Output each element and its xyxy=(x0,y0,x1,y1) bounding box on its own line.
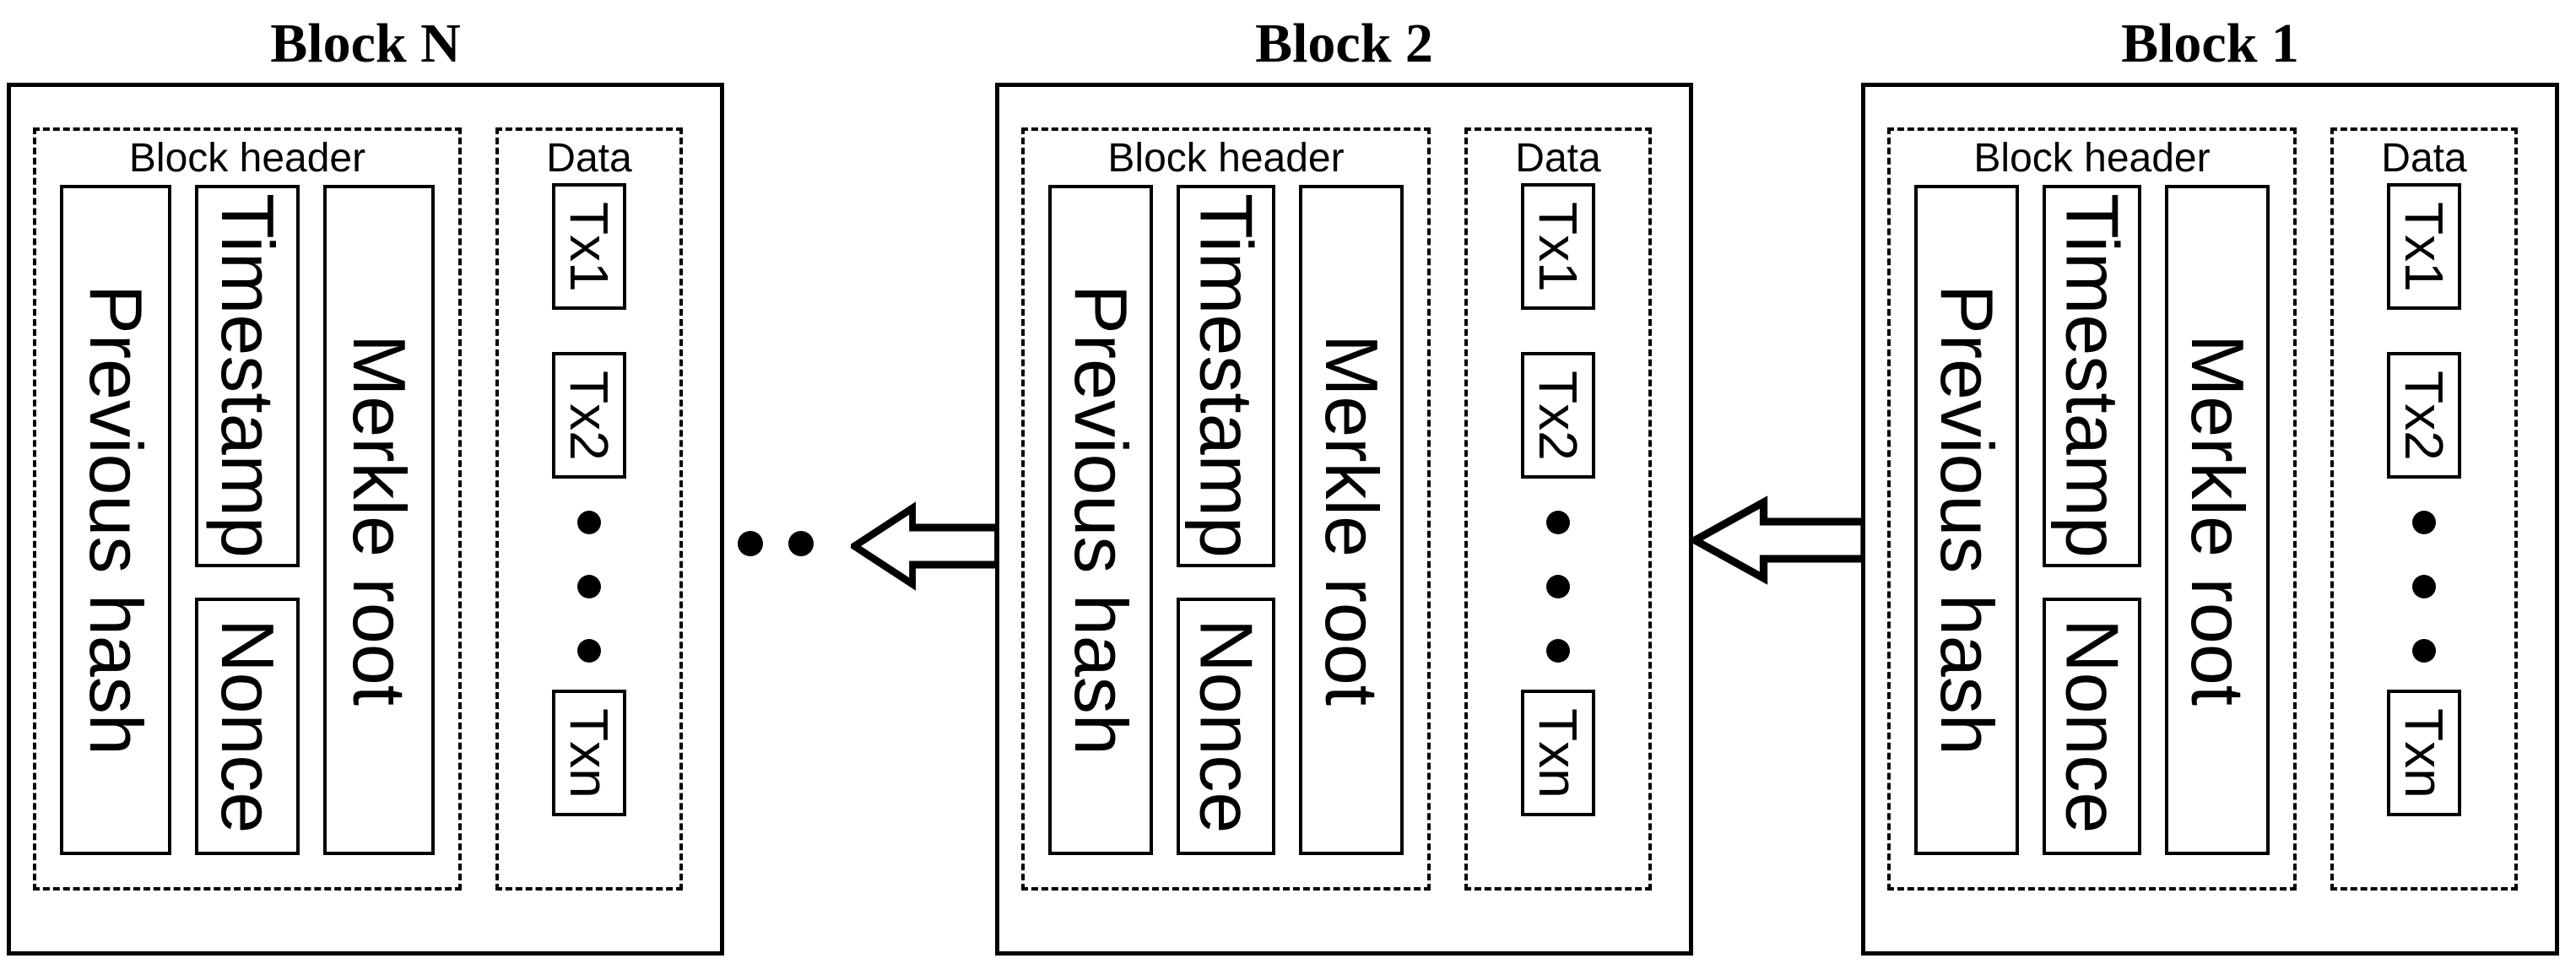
tx1-box: Tx1 xyxy=(1521,183,1595,310)
timestamp-nonce-column: Timestamp Nonce xyxy=(195,185,300,855)
merkle-root-box: Merkle root xyxy=(1298,185,1404,855)
previous-hash-label: Previous hash xyxy=(1059,284,1144,755)
nonce-label: Nonce xyxy=(2050,619,2135,834)
merkle-root-label: Merkle root xyxy=(2175,333,2259,707)
previous-hash-box: Previous hash xyxy=(1048,185,1154,855)
data-box: Data Tx1 Tx2 Txn xyxy=(2330,127,2518,891)
merkle-root-box: Merkle root xyxy=(323,185,435,855)
txn-box: Txn xyxy=(2387,690,2461,816)
block-header-label: Block header xyxy=(128,136,366,181)
merkle-root-box: Merkle root xyxy=(2164,185,2270,855)
nonce-label: Nonce xyxy=(206,619,290,834)
txn-box: Txn xyxy=(552,690,626,816)
nonce-box: Nonce xyxy=(195,597,300,855)
block-header-box: Block header Previous hash Timestamp Non… xyxy=(1887,127,2297,891)
tx2-label: Tx2 xyxy=(1528,370,1588,461)
tx-ellipsis-dots xyxy=(2412,511,2436,663)
tx2-label: Tx2 xyxy=(559,370,620,461)
ellipsis-dot xyxy=(2412,511,2436,534)
block-header-label: Block header xyxy=(1107,136,1345,181)
data-box: Data Tx1 Tx2 Txn xyxy=(495,127,683,891)
timestamp-label: Timestamp xyxy=(2050,193,2135,559)
nonce-box: Nonce xyxy=(2043,597,2141,855)
tx2-box: Tx2 xyxy=(2387,352,2461,479)
ellipsis-dot xyxy=(577,575,601,598)
timestamp-label: Timestamp xyxy=(206,193,290,559)
block-group-1: Block 1 Block header Previous hash Times… xyxy=(1861,0,2559,956)
timestamp-nonce-column: Timestamp Nonce xyxy=(1177,185,1275,855)
previous-hash-box: Previous hash xyxy=(60,185,171,855)
nonce-box: Nonce xyxy=(1177,597,1275,855)
data-label: Data xyxy=(2381,136,2467,181)
tx1-box: Tx1 xyxy=(2387,183,2461,310)
block-title: Block 2 xyxy=(1255,13,1433,74)
tx2-label: Tx2 xyxy=(2394,370,2454,461)
tx2-box: Tx2 xyxy=(1521,352,1595,479)
block-outline: Block header Previous hash Timestamp Non… xyxy=(1861,83,2559,956)
ellipsis-dot xyxy=(577,639,601,663)
block-header-columns: Previous hash Timestamp Nonce Merkle roo… xyxy=(1048,185,1404,855)
txn-label: Txn xyxy=(1528,707,1588,799)
block-header-box: Block header Previous hash Timestamp Non… xyxy=(1021,127,1431,891)
timestamp-box: Timestamp xyxy=(195,185,300,567)
ellipsis-dot xyxy=(2412,575,2436,598)
block-title: Block 1 xyxy=(2121,13,2299,74)
timestamp-label: Timestamp xyxy=(1184,193,1269,559)
block-outline: Block header Previous hash Timestamp Non… xyxy=(995,83,1693,956)
previous-hash-label: Previous hash xyxy=(1925,284,2010,755)
data-box: Data Tx1 Tx2 Txn xyxy=(1464,127,1652,891)
txn-box: Txn xyxy=(1521,690,1595,816)
ellipsis-dot xyxy=(738,531,763,556)
data-label: Data xyxy=(1515,136,1601,181)
block-group-2: Block 2 Block header Previous hash Times… xyxy=(995,0,1693,956)
tx-ellipsis-dots xyxy=(1546,511,1570,663)
block-title: Block N xyxy=(270,13,461,74)
tx1-label: Tx1 xyxy=(559,201,620,292)
block-header-box: Block header Previous hash Timestamp Non… xyxy=(33,127,462,891)
chain-ellipsis-dots xyxy=(738,531,814,556)
tx1-label: Tx1 xyxy=(1528,201,1588,292)
ellipsis-dot xyxy=(788,531,814,556)
txn-label: Txn xyxy=(2394,707,2454,799)
ellipsis-dot xyxy=(1546,575,1570,598)
timestamp-box: Timestamp xyxy=(1177,185,1275,567)
ellipsis-dot xyxy=(577,511,601,534)
ellipsis-dot xyxy=(1546,639,1570,663)
tx2-box: Tx2 xyxy=(552,352,626,479)
timestamp-box: Timestamp xyxy=(2043,185,2141,567)
data-label: Data xyxy=(546,136,632,181)
block-header-columns: Previous hash Timestamp Nonce Merkle roo… xyxy=(60,185,435,855)
left-block-arrow-icon xyxy=(851,501,998,591)
block-group-n: Block N Block header Previous hash Times… xyxy=(7,0,724,956)
tx1-label: Tx1 xyxy=(2394,201,2454,292)
nonce-label: Nonce xyxy=(1184,619,1269,834)
merkle-root-label: Merkle root xyxy=(338,333,421,707)
tx-ellipsis-dots xyxy=(577,511,601,663)
merkle-root-label: Merkle root xyxy=(1309,333,1394,707)
previous-hash-label: Previous hash xyxy=(74,284,158,755)
block-header-columns: Previous hash Timestamp Nonce Merkle roo… xyxy=(1914,185,2270,855)
ellipsis-dot xyxy=(2412,639,2436,663)
previous-hash-box: Previous hash xyxy=(1914,185,2020,855)
block-header-label: Block header xyxy=(1973,136,2211,181)
ellipsis-dot xyxy=(1546,511,1570,534)
block-outline: Block header Previous hash Timestamp Non… xyxy=(7,83,724,956)
tx1-box: Tx1 xyxy=(552,183,626,310)
left-block-arrow-icon xyxy=(1691,495,1864,585)
txn-label: Txn xyxy=(559,707,620,799)
timestamp-nonce-column: Timestamp Nonce xyxy=(2043,185,2141,855)
